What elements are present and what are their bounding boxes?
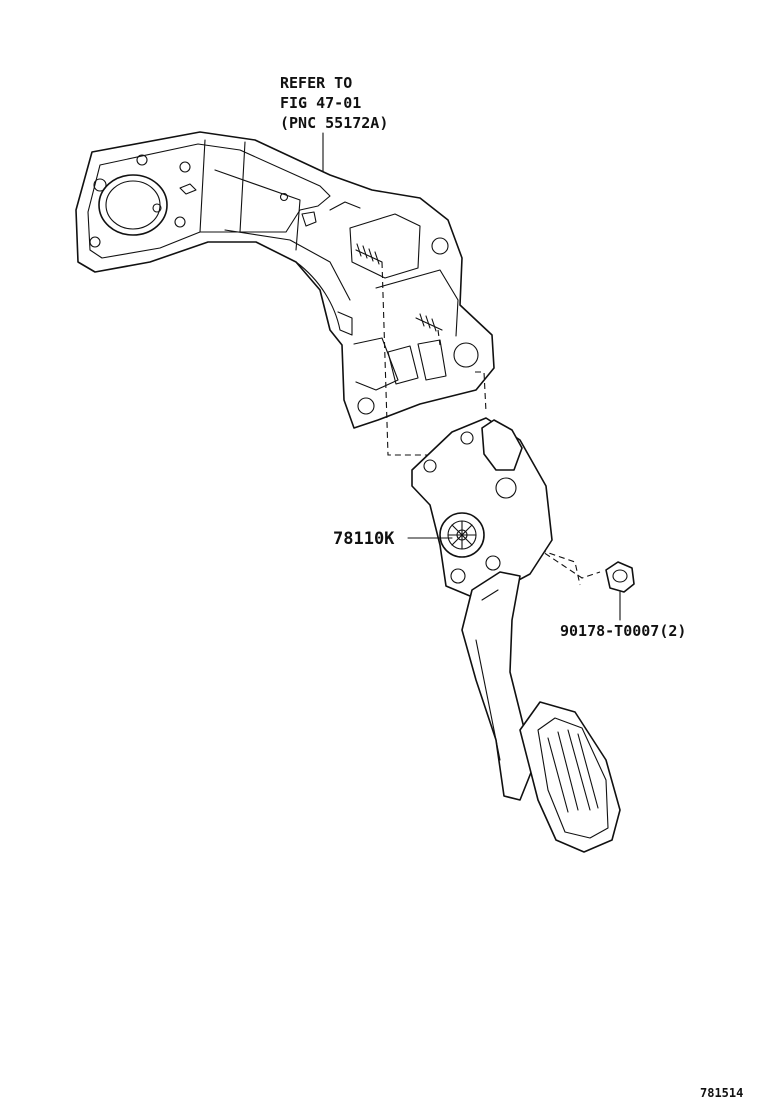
illustration-number: 781514 [700,1086,743,1100]
pedal-assy-callout: 78110K [333,529,395,549]
accelerator-pedal-assembly [411,417,621,853]
refer-pnc-text: (PNC 55172A) [280,114,388,132]
pedal-bracket [75,131,495,429]
refer-fig-text: FIG 47-01 [280,94,361,112]
nut-callout: 90178-T0007(2) [560,622,686,640]
refer-to-text: REFER TO [280,74,352,92]
flange-nut [605,561,635,621]
